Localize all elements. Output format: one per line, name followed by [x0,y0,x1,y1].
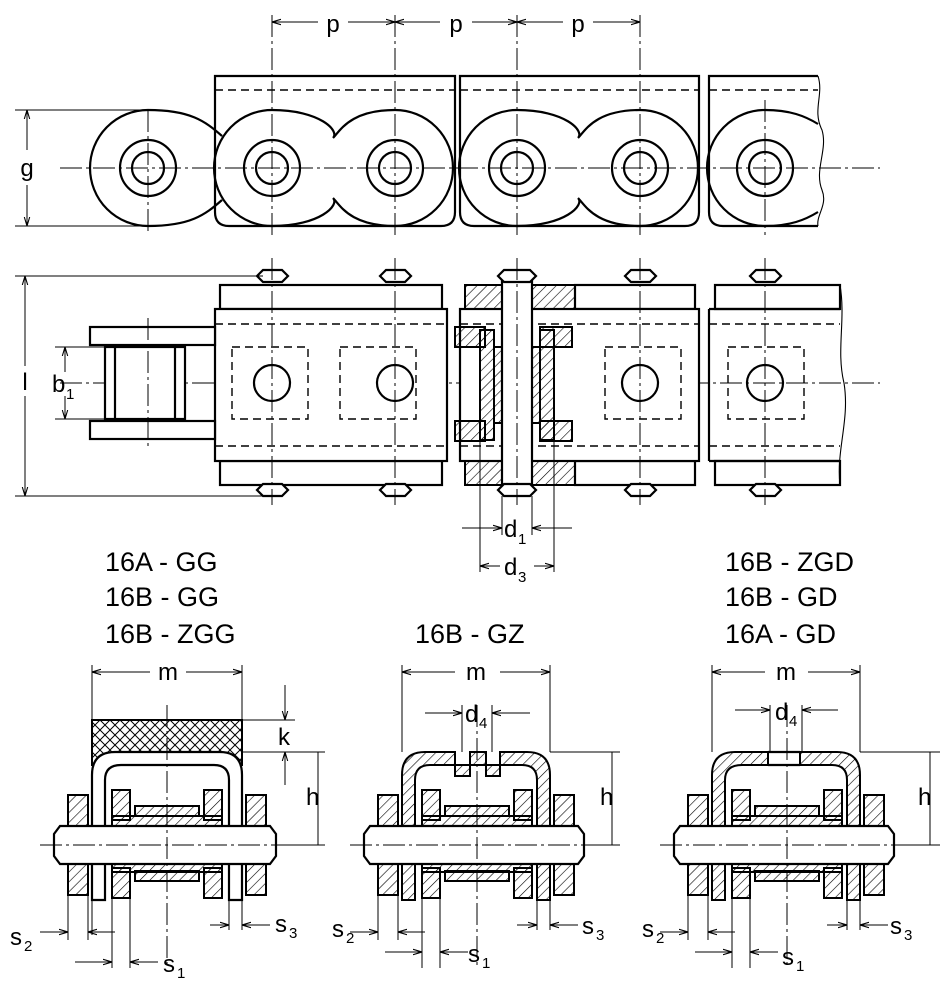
section-right: m d 4 h s 2 s 1 s 3 [642,659,940,975]
section-left-s1-label: s [163,951,175,978]
section-right-d4-sub: 4 [789,713,797,730]
section-middle-s3-sub: 3 [596,927,604,944]
variant-left-3: 16B - ZGG [105,619,236,649]
section-middle-h-label: h [600,784,613,811]
section-right-s2-label: s [642,916,654,943]
section-left-s1-sub: 1 [177,965,185,982]
section-right-s2-sub: 2 [656,930,664,947]
variant-left-2: 16B - GG [105,582,219,612]
pitch-label-3: p [571,11,584,38]
variant-titles: 16A - GG 16B - GG 16B - ZGG 16B - GZ 16B… [105,547,854,649]
section-right-m-label: m [776,659,796,686]
diameter-label-d3: d [504,554,517,581]
section-middle-s1-label: s [468,941,480,968]
variant-right-3: 16A - GD [725,619,836,649]
diameter-label-d1-sub: 1 [518,531,526,548]
height-label-g: g [20,155,33,182]
width-label-b-sub: 1 [66,386,74,403]
section-left: m k h s 2 s 1 [10,659,325,982]
pitch-label-1: p [326,11,339,38]
section-left-s3-sub: 3 [289,925,297,942]
section-left-s3-label: s [275,911,287,938]
plan-view: l b 1 d 1 d 3 [15,258,880,586]
section-middle-s3-label: s [582,913,594,940]
section-right-h-label: h [918,784,931,811]
section-left-m-label: m [158,659,178,686]
section-left-s2-label: s [10,924,22,951]
variant-right-2: 16B - GD [725,582,838,612]
section-right-d4-label: d [775,699,788,726]
section-middle-d4-label: d [465,701,478,728]
side-view: p p p g [15,11,880,235]
section-left-s2-sub: 2 [24,938,32,955]
section-middle: m d 4 h s 2 s 1 s 3 [332,659,620,972]
section-right-s3-label: s [890,913,902,940]
diameter-label-d3-sub: 3 [518,569,526,586]
section-right-s1-sub: 1 [796,958,804,975]
section-middle-m-label: m [466,659,486,686]
section-middle-s2-sub: 2 [346,930,354,947]
variant-left-1: 16A - GG [105,547,218,577]
section-middle-s1-sub: 1 [482,955,490,972]
section-middle-d4-sub: 4 [479,715,487,732]
section-middle-s2-label: s [332,916,344,943]
diameter-label-d1: d [504,516,517,543]
width-label-b: b [52,371,65,398]
pitch-label-2: p [449,11,462,38]
section-right-s3-sub: 3 [904,927,912,944]
variant-right-1: 16B - ZGD [725,547,854,577]
length-label-l: l [22,369,27,396]
section-right-s1-label: s [782,944,794,971]
variant-middle-1: 16B - GZ [415,619,525,649]
section-left-h-label: h [306,784,319,811]
section-left-k-label: k [278,724,291,751]
